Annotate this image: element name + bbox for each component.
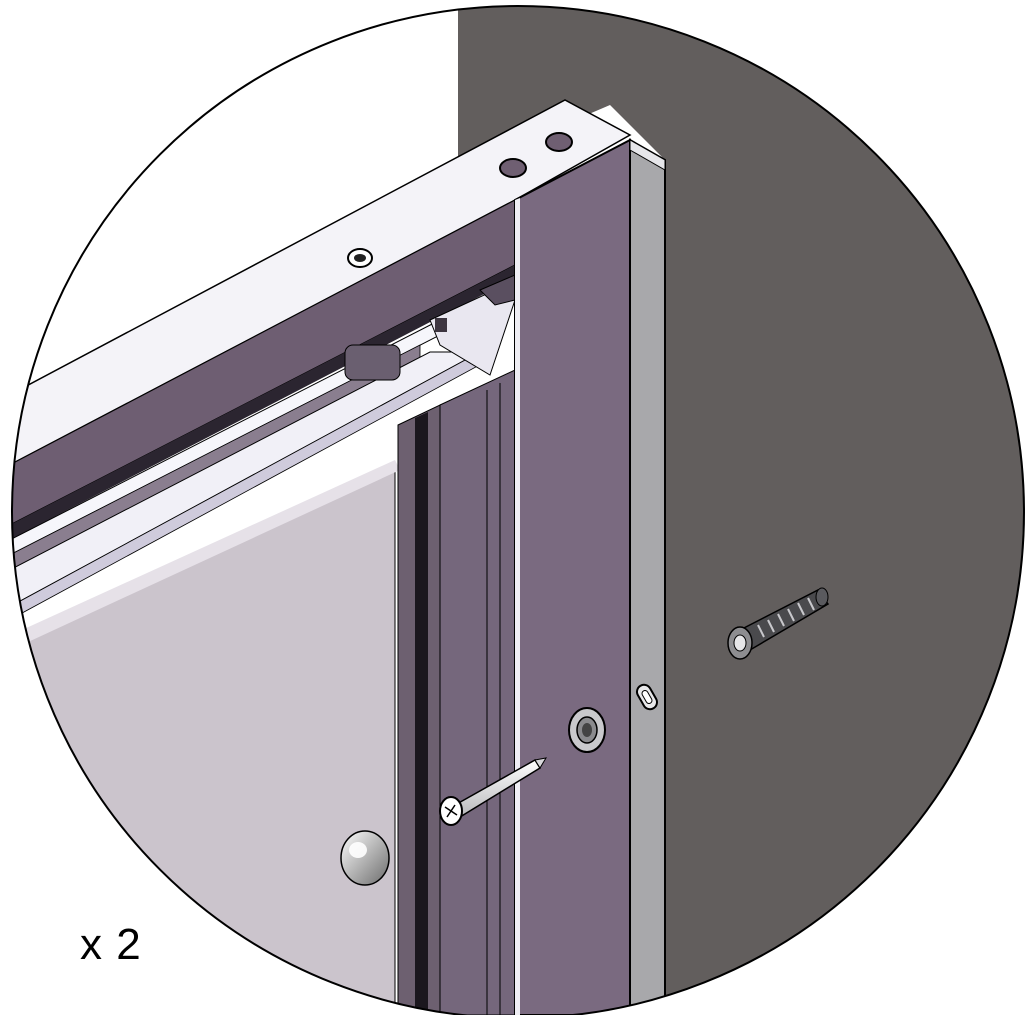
- track-screw-head: [347, 248, 373, 268]
- track-hole-1: [499, 158, 527, 178]
- washer: [568, 707, 606, 753]
- quantity-label: x 2: [80, 920, 142, 969]
- slot-hole: [636, 683, 658, 711]
- wall-plug: [727, 587, 830, 660]
- top-track: [12, 99, 632, 472]
- wall: [458, 6, 1024, 1015]
- track-hole-2: [545, 132, 573, 152]
- vertical-seal: [629, 138, 666, 1015]
- cover-cap: [340, 830, 390, 886]
- screw: [439, 757, 547, 826]
- vertical-wall-profile: [514, 138, 631, 1015]
